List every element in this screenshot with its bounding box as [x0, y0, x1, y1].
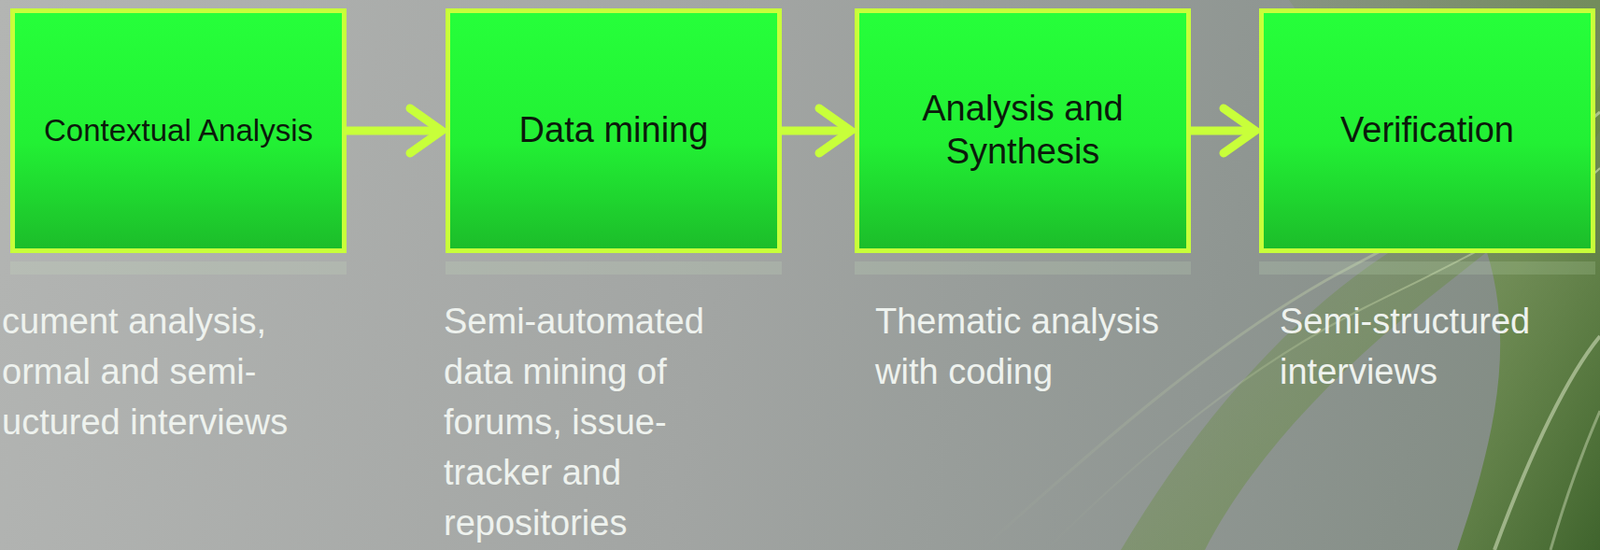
process-box: Data mining: [445, 8, 782, 254]
flow-arrow: [1190, 108, 1256, 154]
process-box: Contextual Analysis: [10, 8, 347, 254]
box-title: Contextual Analysis: [30, 112, 326, 150]
flow-arrow: [781, 108, 851, 154]
process-box: Analysis and Synthesis: [854, 8, 1191, 254]
step-description: Semi-structured interviews: [1279, 297, 1588, 398]
box-title: Verification: [1327, 109, 1528, 153]
process-box: Verification: [1259, 8, 1596, 254]
step-description: cument analysis, ormal and semi- uctured…: [1, 297, 353, 449]
flow-arrow: [346, 108, 442, 154]
box-title: Analysis and Synthesis: [859, 87, 1187, 173]
box-title: Data mining: [506, 109, 723, 153]
step-description: Semi-automated data mining of forums, is…: [443, 297, 752, 550]
step-description: Thematic analysis with coding: [875, 297, 1231, 398]
